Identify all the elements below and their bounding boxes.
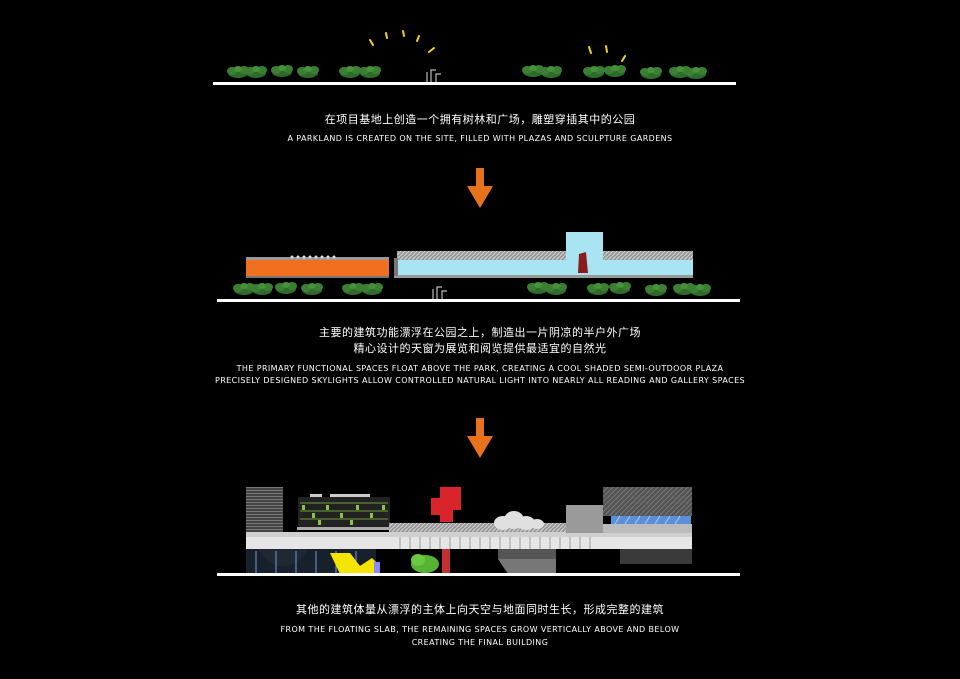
stage3-caption-en-2: CREATING THE FINAL BUILDING bbox=[411, 638, 549, 647]
trees-row-1 bbox=[227, 65, 707, 79]
arrow-down-icon bbox=[467, 418, 493, 458]
sun-rays-right bbox=[588, 45, 626, 62]
stage2-caption-zh-1: 主要的建筑功能漂浮在公园之上，制造出一片阴凉的半户外广场 bbox=[319, 326, 641, 339]
stage1-caption-zh: 在项目基地上创造一个拥有树林和广场，雕塑穿插其中的公园 bbox=[324, 113, 636, 126]
arrow-down-icon bbox=[467, 168, 493, 208]
gallery-volume bbox=[394, 260, 693, 275]
green-facade-volume bbox=[298, 497, 390, 527]
tree-cluster bbox=[411, 554, 439, 573]
stage1-caption-en: A PARKLAND IS CREATED ON THE SITE, FILLE… bbox=[287, 134, 673, 143]
red-tower bbox=[431, 487, 461, 522]
stage1-park-diagram bbox=[213, 30, 736, 85]
sun-rays-left bbox=[369, 30, 435, 53]
stage2-caption-en-2: PRECISELY DESIGNED SKYLIGHTS ALLOW CONTR… bbox=[214, 376, 746, 385]
stage3-caption-en-1: FROM THE FLOATING SLAB, THE REMAINING SP… bbox=[280, 625, 680, 634]
stage3-caption-zh: 其他的建筑体量从漂浮的主体上向天空与地面同时生长，形成完整的建筑 bbox=[296, 603, 664, 616]
stage2-caption-zh-2: 精心设计的天窗为展览和阅览提供最适宜的自然光 bbox=[353, 342, 607, 355]
dome-skylights bbox=[494, 511, 544, 530]
sculpture-2 bbox=[432, 286, 447, 299]
ground-line-3 bbox=[217, 573, 740, 576]
stage2-floating-slab-diagram bbox=[217, 232, 740, 302]
trees-row-2 bbox=[233, 282, 711, 296]
sculpture-1 bbox=[426, 69, 441, 82]
ground-line-1 bbox=[213, 82, 736, 85]
ground-line-2 bbox=[217, 299, 740, 302]
floating-slab bbox=[246, 532, 692, 537]
dark-hatched-volume bbox=[603, 487, 692, 516]
orange-volume bbox=[246, 260, 389, 276]
striped-tower bbox=[246, 487, 283, 532]
stage2-caption-en-1: THE PRIMARY FUNCTIONAL SPACES FLOAT ABOV… bbox=[236, 364, 724, 373]
stage3-final-building-diagram bbox=[217, 487, 740, 576]
skylights-row-left bbox=[290, 255, 336, 259]
yellow-stair-volume bbox=[330, 553, 380, 574]
